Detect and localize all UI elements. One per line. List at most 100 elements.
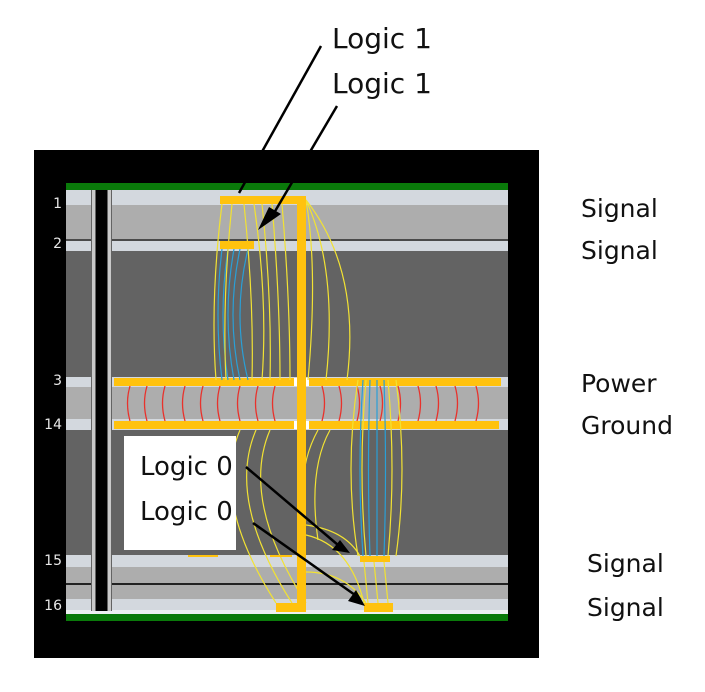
- power-ground-field-arc: [435, 385, 440, 422]
- ground-plane-right: [308, 421, 499, 429]
- layer-number-2: 2: [53, 236, 62, 252]
- left-via-barrel: [96, 190, 107, 611]
- layer-15-16-separator: [66, 583, 508, 585]
- field-line-yellow: [305, 199, 351, 381]
- layer-16-trace-left: [276, 603, 306, 612]
- layer-1-2-dielectric: [66, 205, 508, 240]
- left-via-wall-right: [108, 190, 111, 611]
- field-line-yellow: [305, 524, 361, 557]
- layer-number-14: 14: [44, 417, 62, 433]
- layer-1-trace: [220, 196, 306, 204]
- layer-number-15: 15: [44, 553, 62, 569]
- logic0-arrowhead-second: [348, 590, 365, 606]
- field-line-yellow: [395, 379, 403, 557]
- layer-type-14: Ground: [581, 411, 673, 440]
- power-ground-field-arc: [143, 385, 148, 422]
- power-ground-field-arc: [417, 385, 422, 422]
- field-line-blue: [232, 248, 241, 381]
- power-ground-field-arc: [199, 385, 204, 422]
- layer-3-14-dielectric: [66, 387, 508, 419]
- power-ground-field-arc: [271, 385, 276, 422]
- layer-16-trace-right: [364, 603, 393, 612]
- antipad-ground-left: [294, 421, 298, 429]
- field-line-blue: [359, 379, 364, 557]
- layer-type-1: Signal: [581, 194, 658, 223]
- power-ground-field-arc: [126, 385, 131, 422]
- field-line-yellow: [224, 203, 233, 381]
- field-line-yellow: [271, 203, 281, 381]
- field-line-yellow: [305, 534, 365, 604]
- layer-2-trace: [220, 241, 254, 249]
- power-ground-field-arc: [216, 385, 221, 422]
- top-green-plane: [66, 183, 508, 190]
- logic1-label-second: Logic 1: [332, 67, 432, 100]
- logic0-leader-second: [252, 521, 356, 597]
- field-line-yellow: [305, 571, 367, 604]
- antipad-ground-right: [305, 421, 309, 429]
- power-ground-field-arc: [475, 385, 480, 422]
- field-line-yellow: [383, 561, 389, 604]
- field-line-blue: [227, 248, 235, 381]
- layer-15-trace: [360, 556, 390, 562]
- power-ground-field-arc: [254, 385, 259, 422]
- layer-2-band: [66, 241, 508, 251]
- logic0-leader-first: [245, 466, 339, 546]
- logic1-leader-second: [272, 105, 339, 214]
- antipad-power-left: [294, 378, 298, 386]
- main-via-barrel: [297, 196, 306, 612]
- field-line-blue: [383, 379, 387, 557]
- power-plane-left: [114, 378, 294, 386]
- logic0-arrowhead-first: [332, 540, 350, 553]
- logic1-leader-top: [237, 45, 323, 194]
- power-ground-field-arc: [161, 385, 166, 422]
- layer-type-15: Signal: [587, 549, 664, 578]
- power-ground-field-arc: [236, 385, 241, 422]
- logic0-label-first: Logic 0: [140, 452, 233, 482]
- field-line-yellow: [305, 199, 330, 381]
- field-line-yellow: [213, 203, 223, 381]
- field-line-yellow: [305, 199, 314, 381]
- layer-15-stub-mid: [270, 555, 292, 557]
- field-line-yellow: [281, 203, 291, 381]
- layer-number-1: 1: [53, 196, 62, 212]
- field-line-yellow: [387, 379, 393, 557]
- power-ground-field-arc: [321, 385, 326, 422]
- field-line-yellow: [350, 379, 359, 557]
- power-ground-field-arc: [356, 385, 361, 422]
- field-line-yellow: [361, 379, 367, 557]
- left-via-wall-left: [92, 190, 95, 611]
- field-line-yellow: [373, 561, 379, 604]
- layer-type-16: Signal: [587, 593, 664, 622]
- bottom-field-lines: [305, 379, 403, 604]
- layer-15-band: [66, 555, 508, 567]
- field-line-yellow: [246, 429, 293, 604]
- logic0-label-second: Logic 0: [140, 497, 233, 527]
- power-ground-field-arc: [338, 385, 343, 422]
- field-line-yellow: [261, 203, 271, 381]
- layer-number-16: 16: [44, 598, 62, 614]
- ground-plane-left: [114, 421, 294, 429]
- field-line-blue: [217, 248, 223, 381]
- layer-number-3: 3: [53, 373, 62, 389]
- power-ground-field-arc: [379, 385, 384, 422]
- field-line-yellow: [253, 203, 265, 381]
- layer-type-3: Power: [581, 369, 657, 398]
- field-line-blue: [367, 379, 371, 557]
- field-line-yellow: [363, 561, 369, 604]
- logic0-callout-box: [124, 436, 236, 550]
- layer-type-2: Signal: [581, 236, 658, 265]
- power-ground-field-arcs: [126, 385, 480, 422]
- field-line-yellow: [260, 429, 307, 604]
- power-ground-field-arc: [181, 385, 186, 422]
- logic1-label-top: Logic 1: [332, 22, 432, 55]
- field-line-blue: [222, 248, 229, 381]
- logic1-arrowhead: [258, 207, 281, 230]
- layer-2-separator: [66, 239, 508, 241]
- power-ground-field-arc: [454, 385, 459, 422]
- field-line-yellow: [243, 203, 253, 381]
- layer-15-stub-left: [188, 555, 218, 557]
- power-plane-right: [308, 378, 501, 386]
- antipad-power-right: [305, 378, 309, 386]
- field-line-blue: [239, 248, 249, 381]
